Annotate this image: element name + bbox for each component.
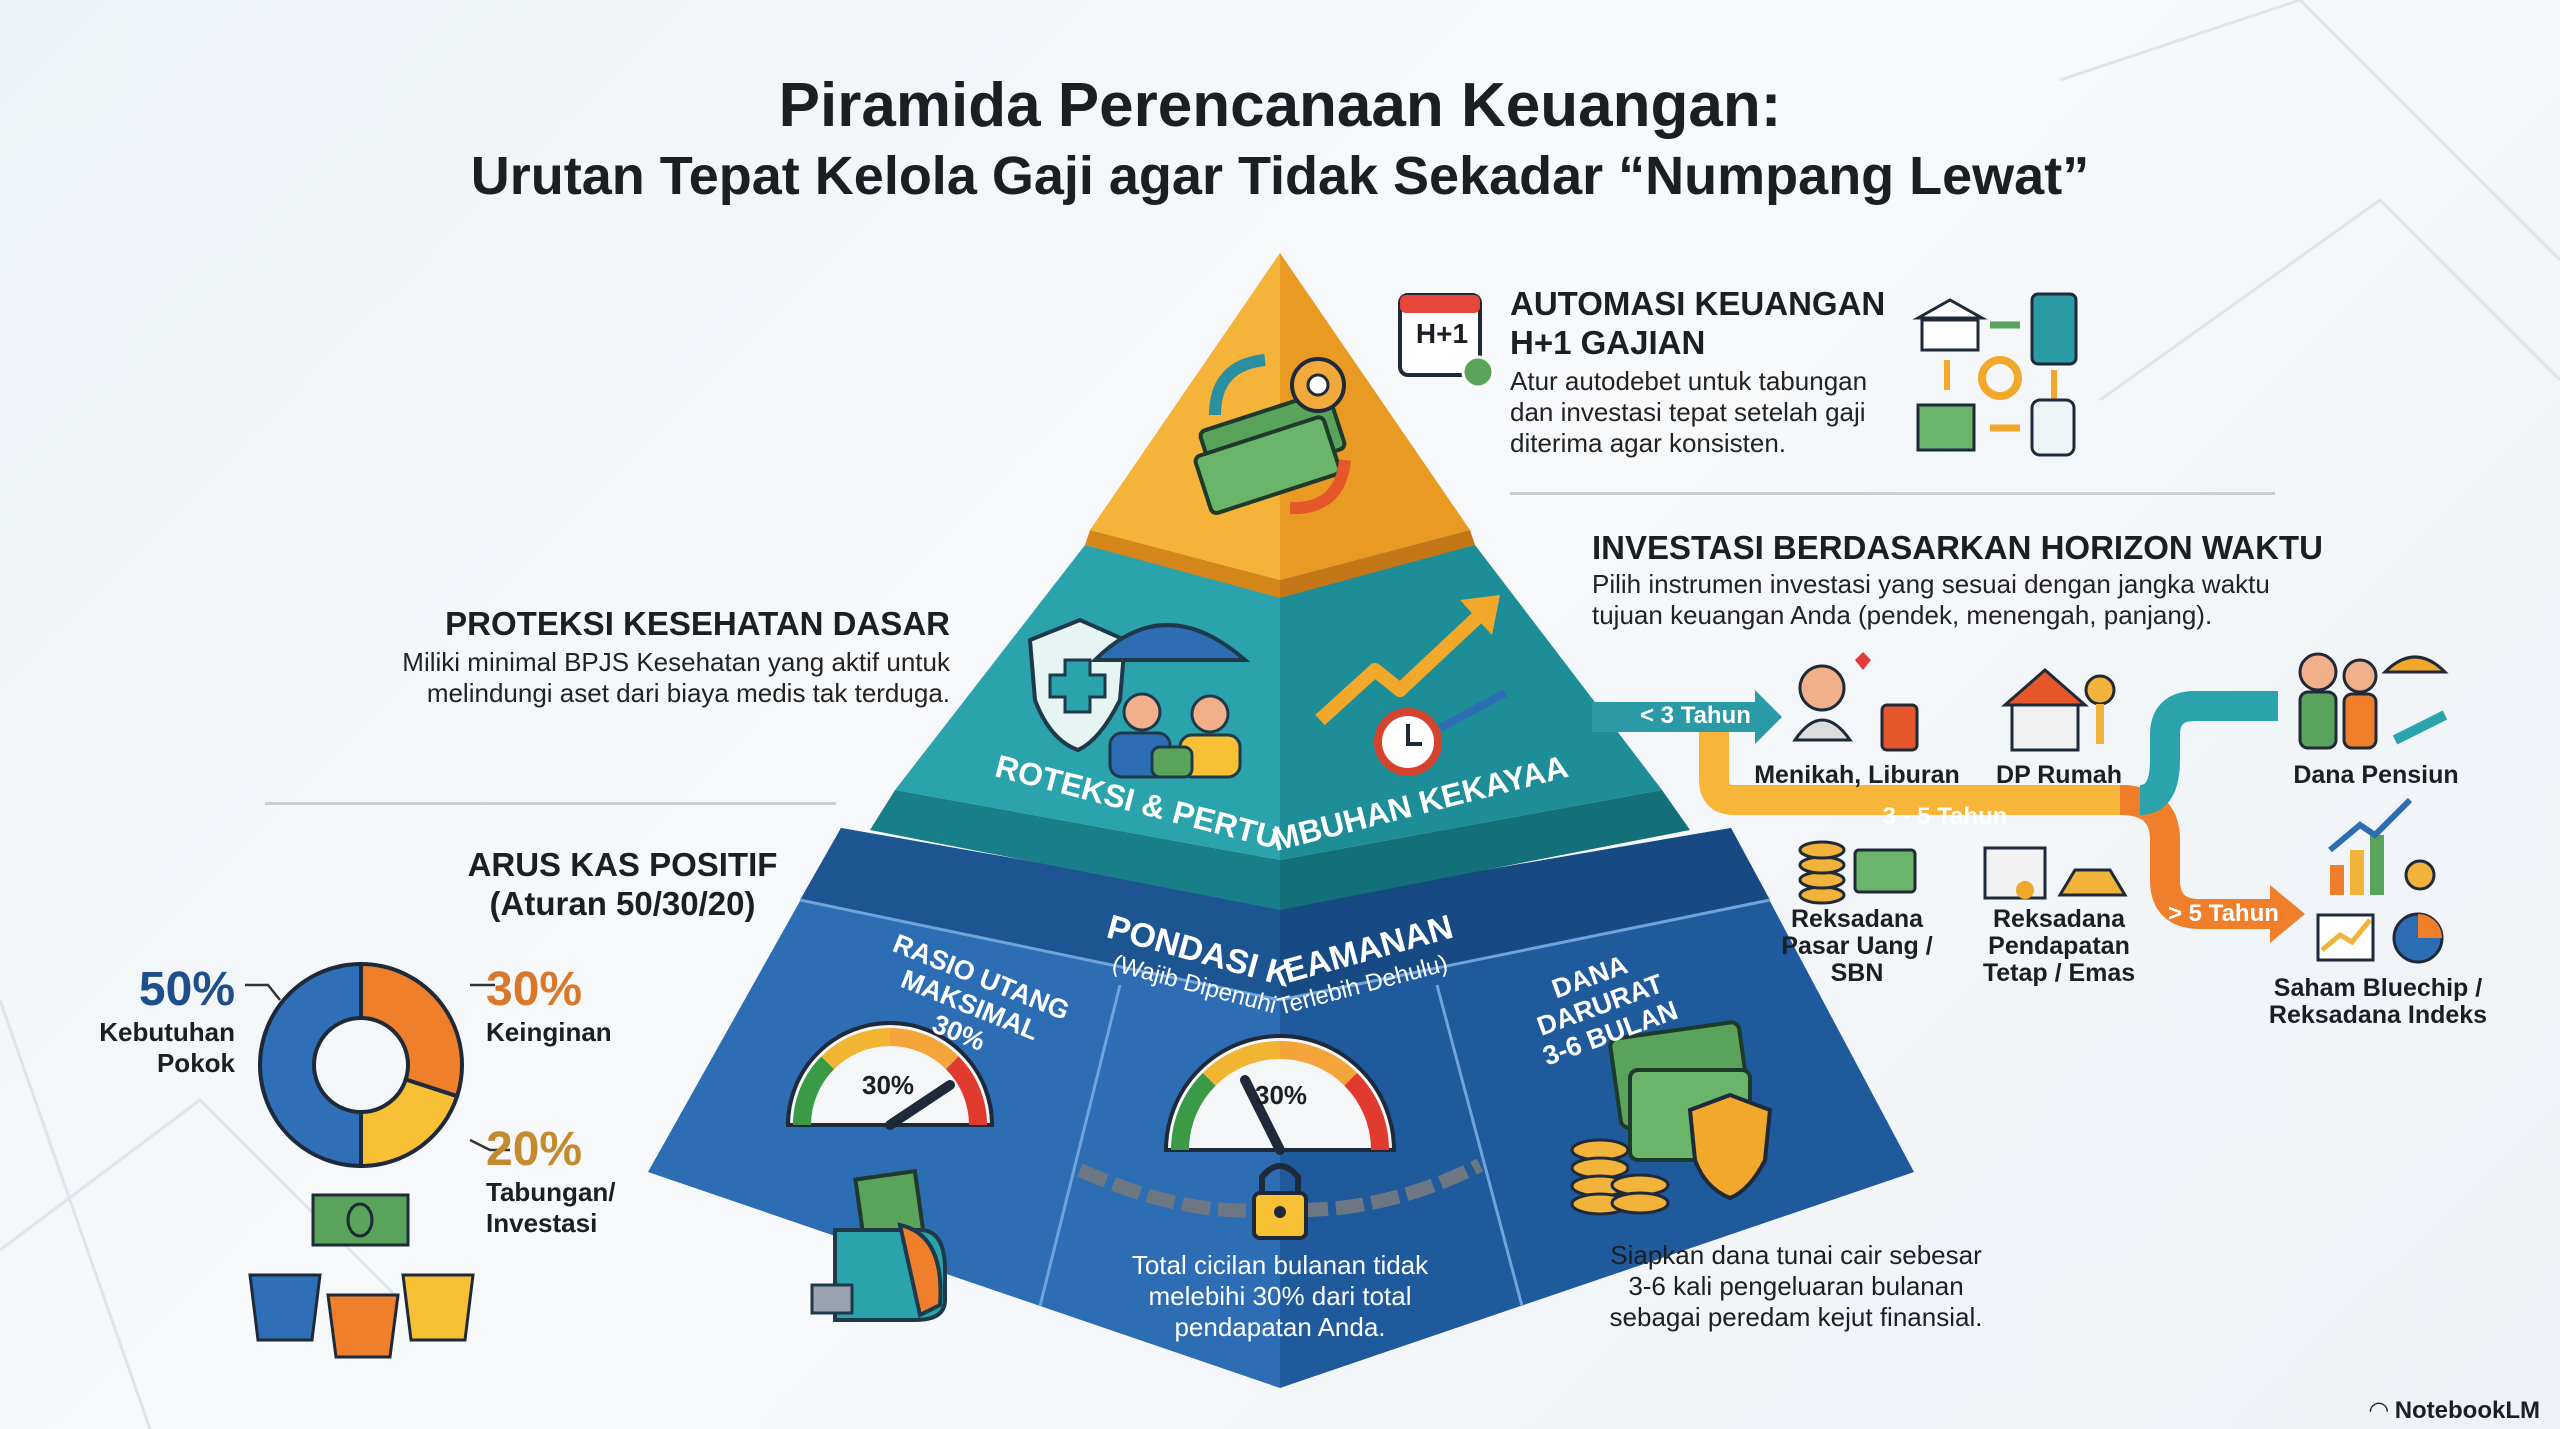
- cashflow-heading: ARUS KAS POSITIF (Aturan 50/30/20): [400, 845, 845, 923]
- budget-buckets-icon: [248, 1273, 475, 1359]
- automation-section: AUTOMASI KEUANGAN H+1 GAJIAN Atur autode…: [1510, 284, 1885, 459]
- notebooklm-logo: ◠ NotebookLM: [2370, 1396, 2540, 1425]
- installment-text-line: pendapatan Anda.: [1174, 1312, 1386, 1342]
- investment-heading: INVESTASI BERDASARKAN HORIZON WAKTU: [1592, 529, 2323, 566]
- savings-label: 20% Tabungan/Investasi: [486, 1122, 616, 1239]
- cashflow-heading-line: ARUS KAS POSITIF: [467, 846, 778, 883]
- savings-percent: 20%: [486, 1123, 583, 1176]
- goal-pension: Dana Pensiun: [2293, 761, 2459, 789]
- investment-body: tujuan keuangan Anda (pendek, menengah, …: [1592, 600, 2213, 630]
- house-key-icon: [2001, 668, 2116, 752]
- health-body: Miliki minimal BPJS Kesehatan yang aktif…: [402, 647, 950, 677]
- needs-percent: 50%: [138, 963, 235, 1016]
- instrument-line: Tetap / Emas: [1982, 959, 2136, 987]
- goal-house-dp: DP Rumah: [1996, 761, 2122, 789]
- calendar-badge: H+1: [1415, 318, 1469, 349]
- instrument-line: Pasar Uang /: [1781, 932, 1933, 960]
- page-title: Piramida Perencanaan Keuangan:: [778, 71, 1782, 140]
- horizon-flow: [1592, 690, 2305, 943]
- wants-percent: 30%: [486, 963, 583, 1016]
- donut-slice: [359, 961, 464, 1099]
- retirement-icon: [2298, 652, 2449, 750]
- donut-leader-lines: [245, 983, 510, 1152]
- instrument-line: Reksadana Indeks: [2268, 1001, 2488, 1029]
- investment-body: Pilih instrumen investasi yang sesuai de…: [1592, 569, 2270, 599]
- emergency-text-line: Siapkan dana tunai cair sebesar: [1610, 1240, 1982, 1270]
- donut-slice: [258, 961, 363, 1169]
- automation-heading: H+1 GAJIAN: [1510, 324, 1706, 361]
- health-protection-icon: [1027, 617, 1251, 779]
- gauge-needle: [885, 1080, 955, 1130]
- chain-lock-icon: [1077, 1158, 1484, 1240]
- instrument-fixed-income: Reksadana Pendapatan Tetap / Emas: [1959, 906, 2159, 987]
- health-body: melindungi aset dari biaya medis tak ter…: [426, 678, 950, 708]
- page-subtitle: Urutan Tepat Kelola Gaji agar Tidak Seka…: [470, 146, 2090, 206]
- equity-chart-icon: [2316, 797, 2444, 964]
- automation-body: Atur autodebet untuk tabungan: [1510, 366, 1868, 396]
- instrument-line: Reksadana: [1992, 905, 2126, 933]
- needs-label-line: Pokok: [156, 1048, 235, 1078]
- donut-slice: [359, 1077, 460, 1169]
- automation-cycle-icon: [1912, 292, 2078, 457]
- fixed-income-gold-icon: [1983, 846, 2128, 900]
- installment-gauge-label: 30%: [1255, 1080, 1308, 1110]
- horizon-short-label: < 3 Tahun: [1640, 702, 1751, 729]
- gauge-needle: [1240, 1075, 1285, 1155]
- horizon-long-label: > 5 Tahun: [2168, 900, 2279, 927]
- gauge-segment: [889, 1028, 959, 1070]
- automation-heading: AUTOMASI KEUANGAN: [1510, 285, 1886, 322]
- gauge-segment: [821, 1028, 891, 1070]
- money-bag-icon: [810, 1168, 947, 1322]
- installment-text: Total cicilan bulanan tidak melebihi 30%…: [1080, 1250, 1480, 1343]
- emergency-text-line: 3-6 kali pengeluaran bulanan: [1628, 1271, 1964, 1301]
- gauge-segment: [1279, 1041, 1358, 1086]
- health-heading: PROTEKSI KESEHATAN DASAR: [445, 605, 950, 642]
- cashflow-donut-chart: [258, 961, 464, 1169]
- instrument-line: Reksadana: [1790, 905, 1924, 933]
- instrument-money-market: Reksadana Pasar Uang / SBN: [1737, 906, 1977, 987]
- notebooklm-icon: ◠: [2369, 1397, 2395, 1424]
- installment-text-line: melebihi 30% dari total: [1148, 1281, 1412, 1311]
- brand-label: NotebookLM: [2394, 1397, 2540, 1424]
- cash-bill-icon: [311, 1193, 410, 1247]
- instrument-line: Saham Bluechip /: [2273, 974, 2483, 1002]
- instrument-line: SBN: [1830, 959, 1884, 987]
- emergency-fund-icon: [1570, 1020, 1773, 1216]
- gauge-segment: [793, 1056, 835, 1126]
- wants-label: 30% Keinginan: [486, 962, 612, 1048]
- automation-body: dan investasi tepat setelah gaji: [1510, 397, 1866, 427]
- emergency-fund-text: Siapkan dana tunai cair sebesar 3-6 kali…: [1586, 1240, 2006, 1333]
- gauge-segment: [945, 1056, 987, 1126]
- calendar-icon: [1398, 293, 1495, 389]
- section-divider: [265, 802, 836, 805]
- wedding-holiday-icon: [1792, 652, 1919, 752]
- horizon-mid-label: 3 - 5 Tahun: [1882, 803, 2008, 830]
- installment-gauge: [1163, 1034, 1397, 1152]
- automation-body: diterima agar konsisten.: [1510, 428, 1787, 458]
- instrument-line: Pendapatan: [1988, 932, 2130, 960]
- goal-wedding-holiday: Menikah, Liburan: [1754, 761, 1960, 789]
- instrument-equity: Saham Bluechip / Reksadana Indeks: [2248, 975, 2508, 1029]
- wealth-growth-icon: [1315, 595, 1507, 776]
- debt-gauge-label: 30%: [862, 1070, 915, 1100]
- wants-label-line: Keinginan: [486, 1017, 612, 1047]
- savings-label-line: Tabungan/: [486, 1177, 616, 1207]
- needs-label-line: Kebutuhan: [99, 1017, 235, 1047]
- gauge-segment: [1202, 1041, 1281, 1086]
- installment-text-line: Total cicilan bulanan tidak: [1131, 1250, 1429, 1280]
- health-section: PROTEKSI KESEHATAN DASAR Miliki minimal …: [250, 604, 950, 709]
- money-market-icon: [1798, 840, 1917, 905]
- money-cycle-icon: [1193, 354, 1351, 515]
- cashflow-heading-line: (Aturan 50/30/20): [489, 885, 756, 922]
- gauge-segment: [1171, 1072, 1216, 1151]
- gauge-segment: [1344, 1072, 1389, 1151]
- debt-ratio-gauge: [785, 1021, 995, 1127]
- investment-section: INVESTASI BERDASARKAN HORIZON WAKTU Pili…: [1592, 528, 2323, 631]
- section-divider: [1510, 492, 2275, 495]
- savings-label-line: Investasi: [486, 1208, 598, 1238]
- emergency-text-line: sebagai peredam kejut finansial.: [1609, 1302, 1983, 1332]
